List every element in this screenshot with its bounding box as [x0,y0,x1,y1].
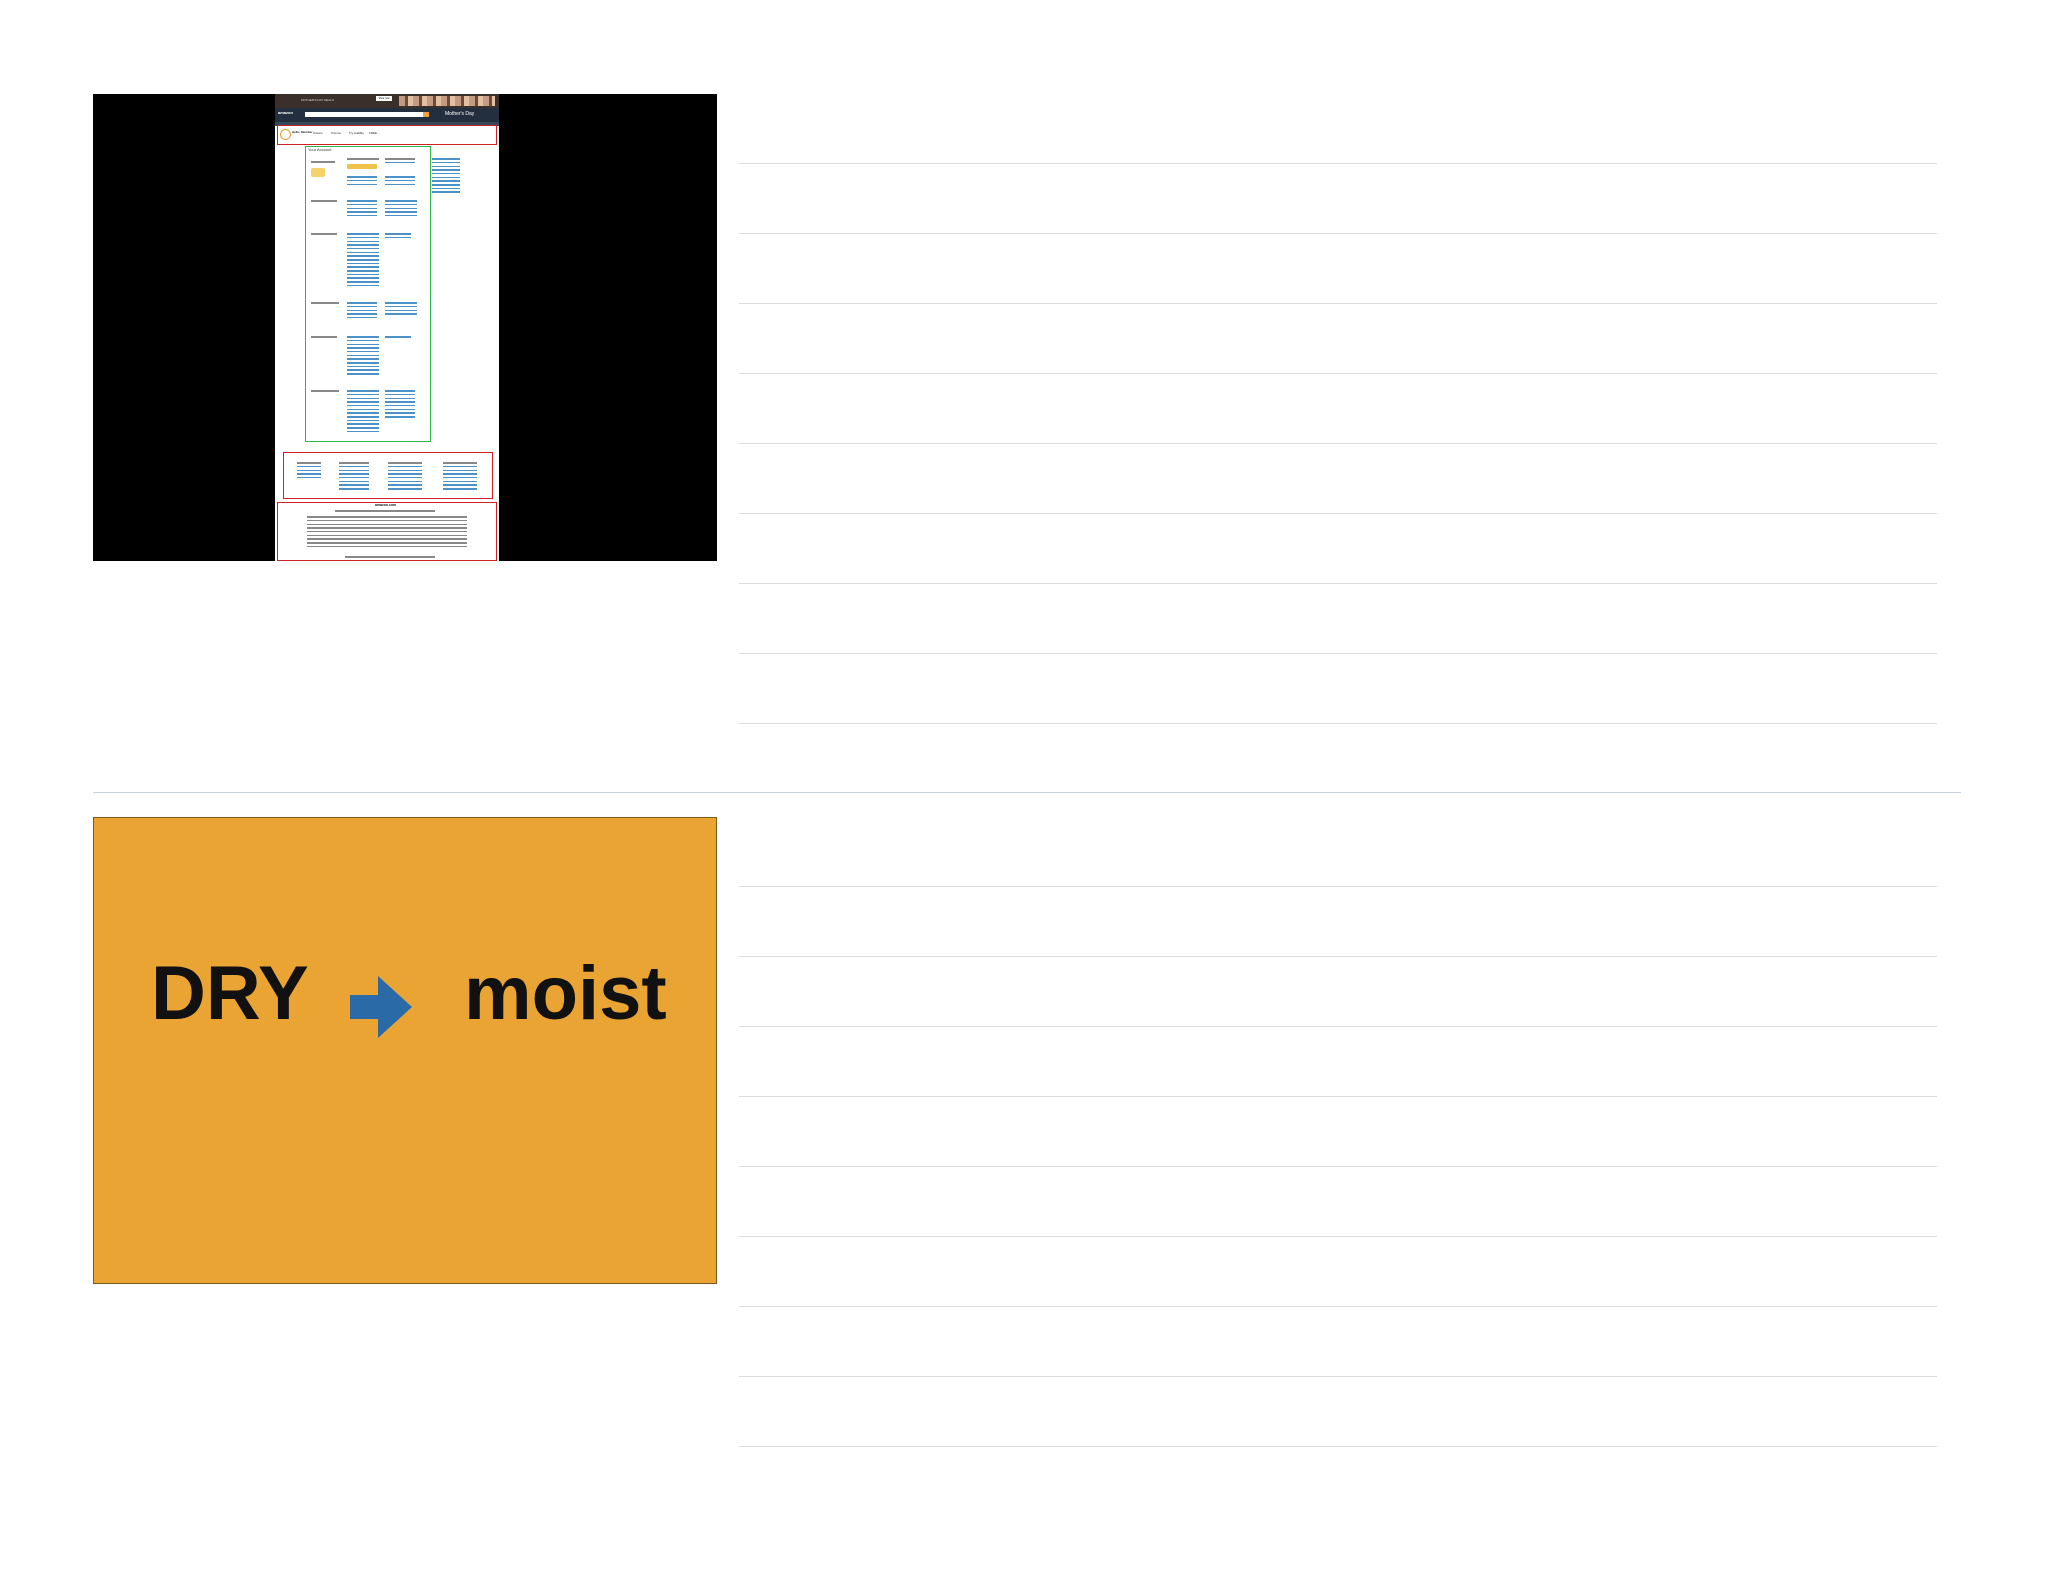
section-amazon-wallet [311,198,337,202]
banner-image [399,96,495,106]
section-address-book [385,231,411,239]
nav-bar: amazon Mother's Day [275,108,499,122]
note-line [739,886,1937,887]
footer-grid [307,514,467,548]
note-line [739,163,1937,164]
related-col-3 [388,460,422,490]
note-line [739,303,1937,304]
related-col-1 [297,460,321,479]
section-message-center [311,300,339,304]
section-lists [385,388,415,418]
section-prime [347,156,379,160]
account-title: Your Account [308,147,332,152]
note-line [739,956,1937,957]
related-col-4 [443,460,477,490]
section-digital-management [347,334,379,375]
stat-4: FREE [369,131,378,135]
note-line [739,443,1937,444]
sub-nav-bar [275,122,499,126]
related-col-2 [339,460,369,490]
dry-label: DRY [151,951,309,1036]
note-line [739,723,1937,724]
note-line [739,1096,1937,1097]
search-bar [305,112,425,117]
section-community [347,388,379,433]
slide-thumbnail-2[interactable]: DRY moist [93,817,717,1284]
stat-2: 0 Items [331,131,341,135]
footer-link-row [335,508,435,512]
note-line [739,1446,1937,1447]
section-payment [347,198,377,217]
moist-label: moist [464,951,667,1036]
amazon-account-screenshot: MOTHER'S DAY DEALS Shop now amazon Mothe… [275,94,499,561]
note-line [739,513,1937,514]
prime-button [347,164,377,169]
mothers-day-label: Mother's Day [445,111,475,117]
slide-separator [93,792,1961,793]
note-line [739,1236,1937,1237]
account-content-highlight-box [305,146,431,442]
section-more-orders [385,174,415,186]
amazon-logo: amazon [278,110,293,115]
shop-now-button: Shop now [376,96,392,101]
section-settings [311,231,337,235]
search-icon [423,112,429,117]
section-your-messages [347,300,377,319]
section-gift [385,156,415,164]
user-greeting: Hello, Member [292,130,313,134]
promo-banner: MOTHER'S DAY DEALS Shop now [275,94,499,108]
header-highlight-box [277,125,497,145]
note-line [739,653,1937,654]
section-personalization [311,388,339,392]
section-gift-cards [385,198,417,217]
footer-logo: amazon.com [375,503,397,507]
section-music-library [385,334,411,338]
note-line [739,373,1937,374]
stat-1: 0 items [313,131,323,135]
section-orders [311,156,335,163]
section-notification-settings [385,300,417,315]
section-account-settings [347,231,379,287]
avatar [280,129,291,140]
section-help [432,156,460,193]
footer-copyright [345,554,435,558]
note-line [739,1166,1937,1167]
note-line [739,1306,1937,1307]
prime-icon [311,168,325,177]
right-arrow-icon [350,976,412,1038]
note-line [739,583,1937,584]
section-order-history [347,174,377,186]
footer-highlight-box [277,502,497,561]
promo-text: MOTHER'S DAY DEALS [301,98,334,102]
stat-3: Try Audible [349,131,364,135]
note-line [739,233,1937,234]
section-digital-content [311,334,337,338]
related-links-highlight-box [283,452,493,499]
slide-thumbnail-1[interactable]: MOTHER'S DAY DEALS Shop now amazon Mothe… [93,94,717,561]
note-line [739,1026,1937,1027]
note-line [739,1376,1937,1377]
